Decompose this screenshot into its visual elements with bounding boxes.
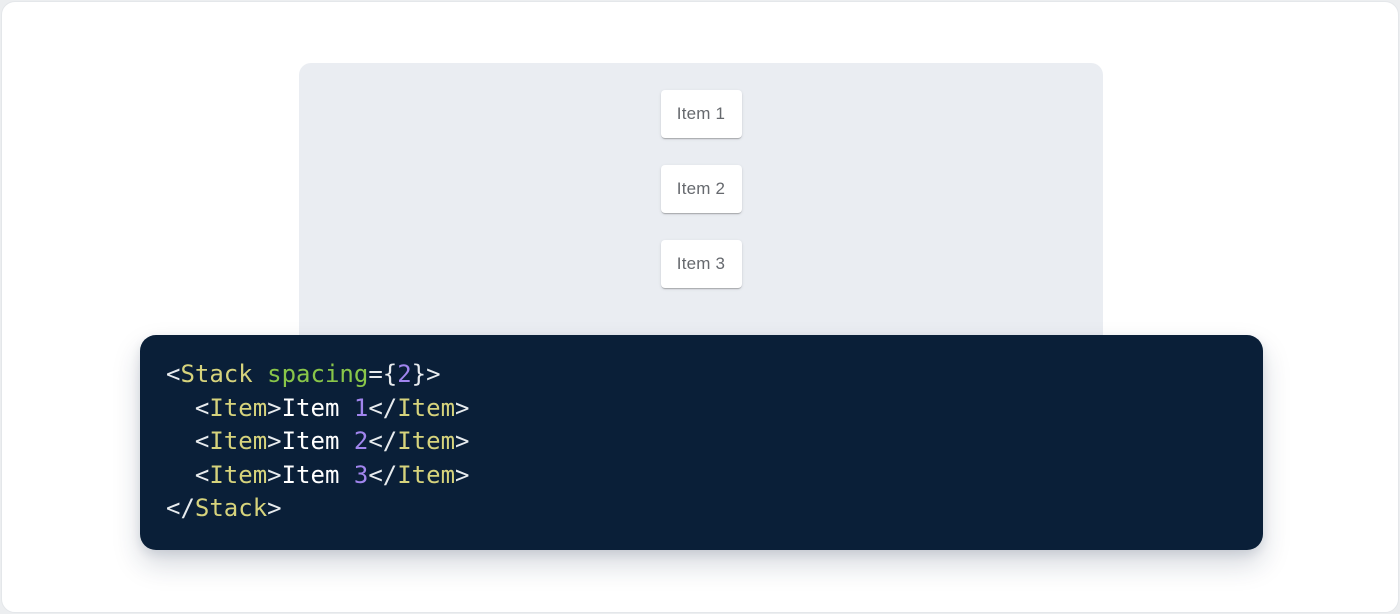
code-token-tag: Item bbox=[209, 460, 268, 489]
code-token-tag: Stack bbox=[194, 494, 268, 522]
stack-item: Item 1 bbox=[660, 90, 742, 138]
code-token-tag: Item bbox=[397, 393, 456, 422]
code-token-punct: > bbox=[455, 427, 470, 455]
code-token-punct: > bbox=[267, 494, 282, 522]
code-token-tag: Item bbox=[209, 393, 268, 422]
code-snippet: <Stack spacing={2}> <Item>Item 1</Item> … bbox=[166, 358, 1263, 526]
code-token-number: 2 bbox=[397, 360, 412, 388]
code-block: <Stack spacing={2}> <Item>Item 1</Item> … bbox=[140, 335, 1263, 550]
code-token-punct: ={ bbox=[368, 360, 398, 388]
code-token-punct: < bbox=[194, 427, 210, 455]
code-token-plain: Item bbox=[281, 393, 354, 422]
code-token-plain: Item bbox=[281, 427, 354, 455]
stack-container: Item 1 Item 2 Item 3 bbox=[299, 63, 1103, 288]
code-token-plain: Item bbox=[281, 460, 354, 489]
code-token-punct: </ bbox=[368, 460, 398, 489]
code-token-punct: > bbox=[455, 460, 470, 489]
code-token-number: 1 bbox=[353, 393, 369, 422]
code-token-plain bbox=[166, 427, 195, 455]
code-token-plain bbox=[166, 461, 195, 489]
code-token-punct: </ bbox=[368, 427, 398, 455]
code-token-punct: > bbox=[267, 427, 282, 455]
stack-item: Item 2 bbox=[660, 165, 742, 213]
code-token-punct: < bbox=[166, 360, 181, 388]
stack-item: Item 3 bbox=[660, 240, 742, 288]
code-token-number: 3 bbox=[353, 460, 369, 489]
code-token-punct: }> bbox=[411, 360, 441, 388]
code-token-punct: </ bbox=[166, 494, 195, 522]
code-token-number: 2 bbox=[353, 427, 369, 455]
code-token-tag: Item bbox=[397, 427, 456, 455]
code-token-attr: spacing bbox=[267, 360, 369, 388]
code-token-punct: > bbox=[455, 393, 470, 422]
code-token-punct: < bbox=[194, 460, 210, 489]
code-token-punct: > bbox=[267, 460, 282, 489]
code-token-punct: < bbox=[194, 393, 210, 422]
code-token-plain bbox=[253, 360, 267, 388]
code-token-tag: Stack bbox=[180, 360, 253, 388]
code-token-tag: Item bbox=[397, 460, 456, 489]
code-token-punct: </ bbox=[368, 393, 398, 422]
code-token-tag: Item bbox=[209, 427, 268, 455]
code-token-punct: > bbox=[267, 393, 282, 422]
code-token-plain bbox=[166, 394, 195, 422]
